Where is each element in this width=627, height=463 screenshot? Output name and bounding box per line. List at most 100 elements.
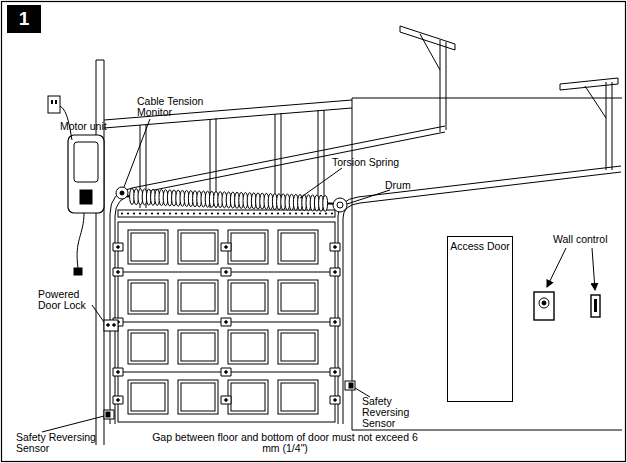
rail-bolt: [277, 212, 279, 214]
door-hinge: [334, 399, 337, 402]
rail-bolt: [223, 212, 225, 214]
door-hinge: [225, 246, 228, 249]
door-window: [131, 333, 165, 361]
leader-line: [124, 119, 150, 187]
access-door: Access Door: [447, 236, 513, 402]
door-hinge: [113, 243, 340, 404]
part-label: Safety Reversing Sensor: [16, 432, 108, 454]
rail-bolt: [175, 212, 177, 214]
door-tracks: [110, 126, 445, 424]
door-window: [228, 280, 268, 314]
door-hinge: [330, 243, 340, 251]
motor-unit: [74, 142, 98, 182]
door-window: [281, 283, 315, 311]
door-window: [231, 283, 265, 311]
rail-bolt: [211, 212, 213, 214]
door-label: Access Door: [448, 240, 512, 252]
door-window: [181, 233, 215, 261]
hangers: [606, 82, 607, 170]
door-window: [178, 330, 218, 364]
garage-door: [118, 272, 335, 273]
rail-bolt: [271, 212, 273, 214]
door-hinge: [334, 246, 337, 249]
door-hinge: [221, 368, 231, 376]
wall-structure: [96, 60, 97, 445]
drum: [337, 202, 343, 208]
rail-bolt: [157, 212, 159, 214]
rail-bolt: [181, 212, 183, 214]
motor-unit: [77, 213, 84, 268]
power-outlet: [55, 100, 57, 104]
door-tracks: [343, 172, 621, 424]
safety-sensor: [345, 381, 355, 390]
door-window: [281, 333, 315, 361]
door-window: [231, 383, 265, 411]
door-window: [128, 380, 168, 414]
leader-line: [300, 168, 342, 198]
rail-bolt: [313, 212, 315, 214]
door-window: [181, 333, 215, 361]
door-window: [228, 380, 268, 414]
rail-bolt: [187, 212, 189, 214]
door-hinge: [221, 396, 231, 404]
safety-sensor: [104, 410, 114, 419]
leader-line: [42, 416, 104, 432]
door-hinge: [113, 243, 123, 251]
hangers: [585, 86, 606, 118]
door-tracks: [115, 132, 445, 424]
door-window: [131, 383, 165, 411]
motor-unit: [74, 268, 82, 275]
door-window: [278, 230, 318, 264]
rail-bolt: [133, 212, 135, 214]
rail-bolt: [169, 212, 171, 214]
figure-number: 1: [19, 8, 30, 30]
door-window: [178, 380, 218, 414]
safety-sensor: [106, 412, 110, 417]
wall-structure: [96, 60, 104, 61]
rail-bolt: [139, 212, 141, 214]
garage-door: [118, 372, 335, 373]
hangers: [446, 42, 447, 130]
door-hinge: [117, 371, 120, 374]
door-hinge: [117, 271, 120, 274]
door-hinge: [113, 396, 123, 404]
rail-bolt: [319, 212, 321, 214]
door-hinge: [225, 399, 228, 402]
door-hinge: [113, 268, 123, 276]
motor-unit: [80, 190, 92, 204]
powered-door-lock: [104, 320, 118, 331]
door-hinge: [117, 399, 120, 402]
leader-line: [42, 119, 595, 432]
rail-bolt: [205, 212, 207, 214]
rail-bolt: [307, 212, 309, 214]
part-label: Motor unit: [60, 121, 120, 132]
powered-door-lock: [113, 324, 116, 327]
door-hinge: [225, 321, 228, 324]
door-window: [231, 333, 265, 361]
door-hinge: [221, 243, 231, 251]
wall-structure: [352, 98, 622, 99]
wall-control: [542, 301, 546, 305]
rail-bolt: [235, 212, 237, 214]
door-hinge: [334, 371, 337, 374]
door-window: [178, 230, 218, 264]
rail-bolt: [289, 212, 291, 214]
cable-tension-monitor: [116, 187, 128, 199]
rail-bolt: [325, 212, 327, 214]
leader-line: [547, 248, 566, 287]
rail-bolt: [163, 212, 165, 214]
wall-structure: [318, 110, 319, 208]
rail-bolt: [259, 212, 261, 214]
door-hinge: [221, 318, 231, 326]
motor-unit: [68, 135, 104, 275]
wall-structure: [352, 98, 353, 430]
door-window: [278, 380, 318, 414]
wall-control: [534, 292, 554, 320]
hangers: [612, 82, 613, 170]
door-window: [178, 280, 218, 314]
door-window: [281, 383, 315, 411]
rail-bolt: [217, 212, 219, 214]
rail-bolt: [127, 212, 129, 214]
wall-control: [591, 295, 600, 317]
